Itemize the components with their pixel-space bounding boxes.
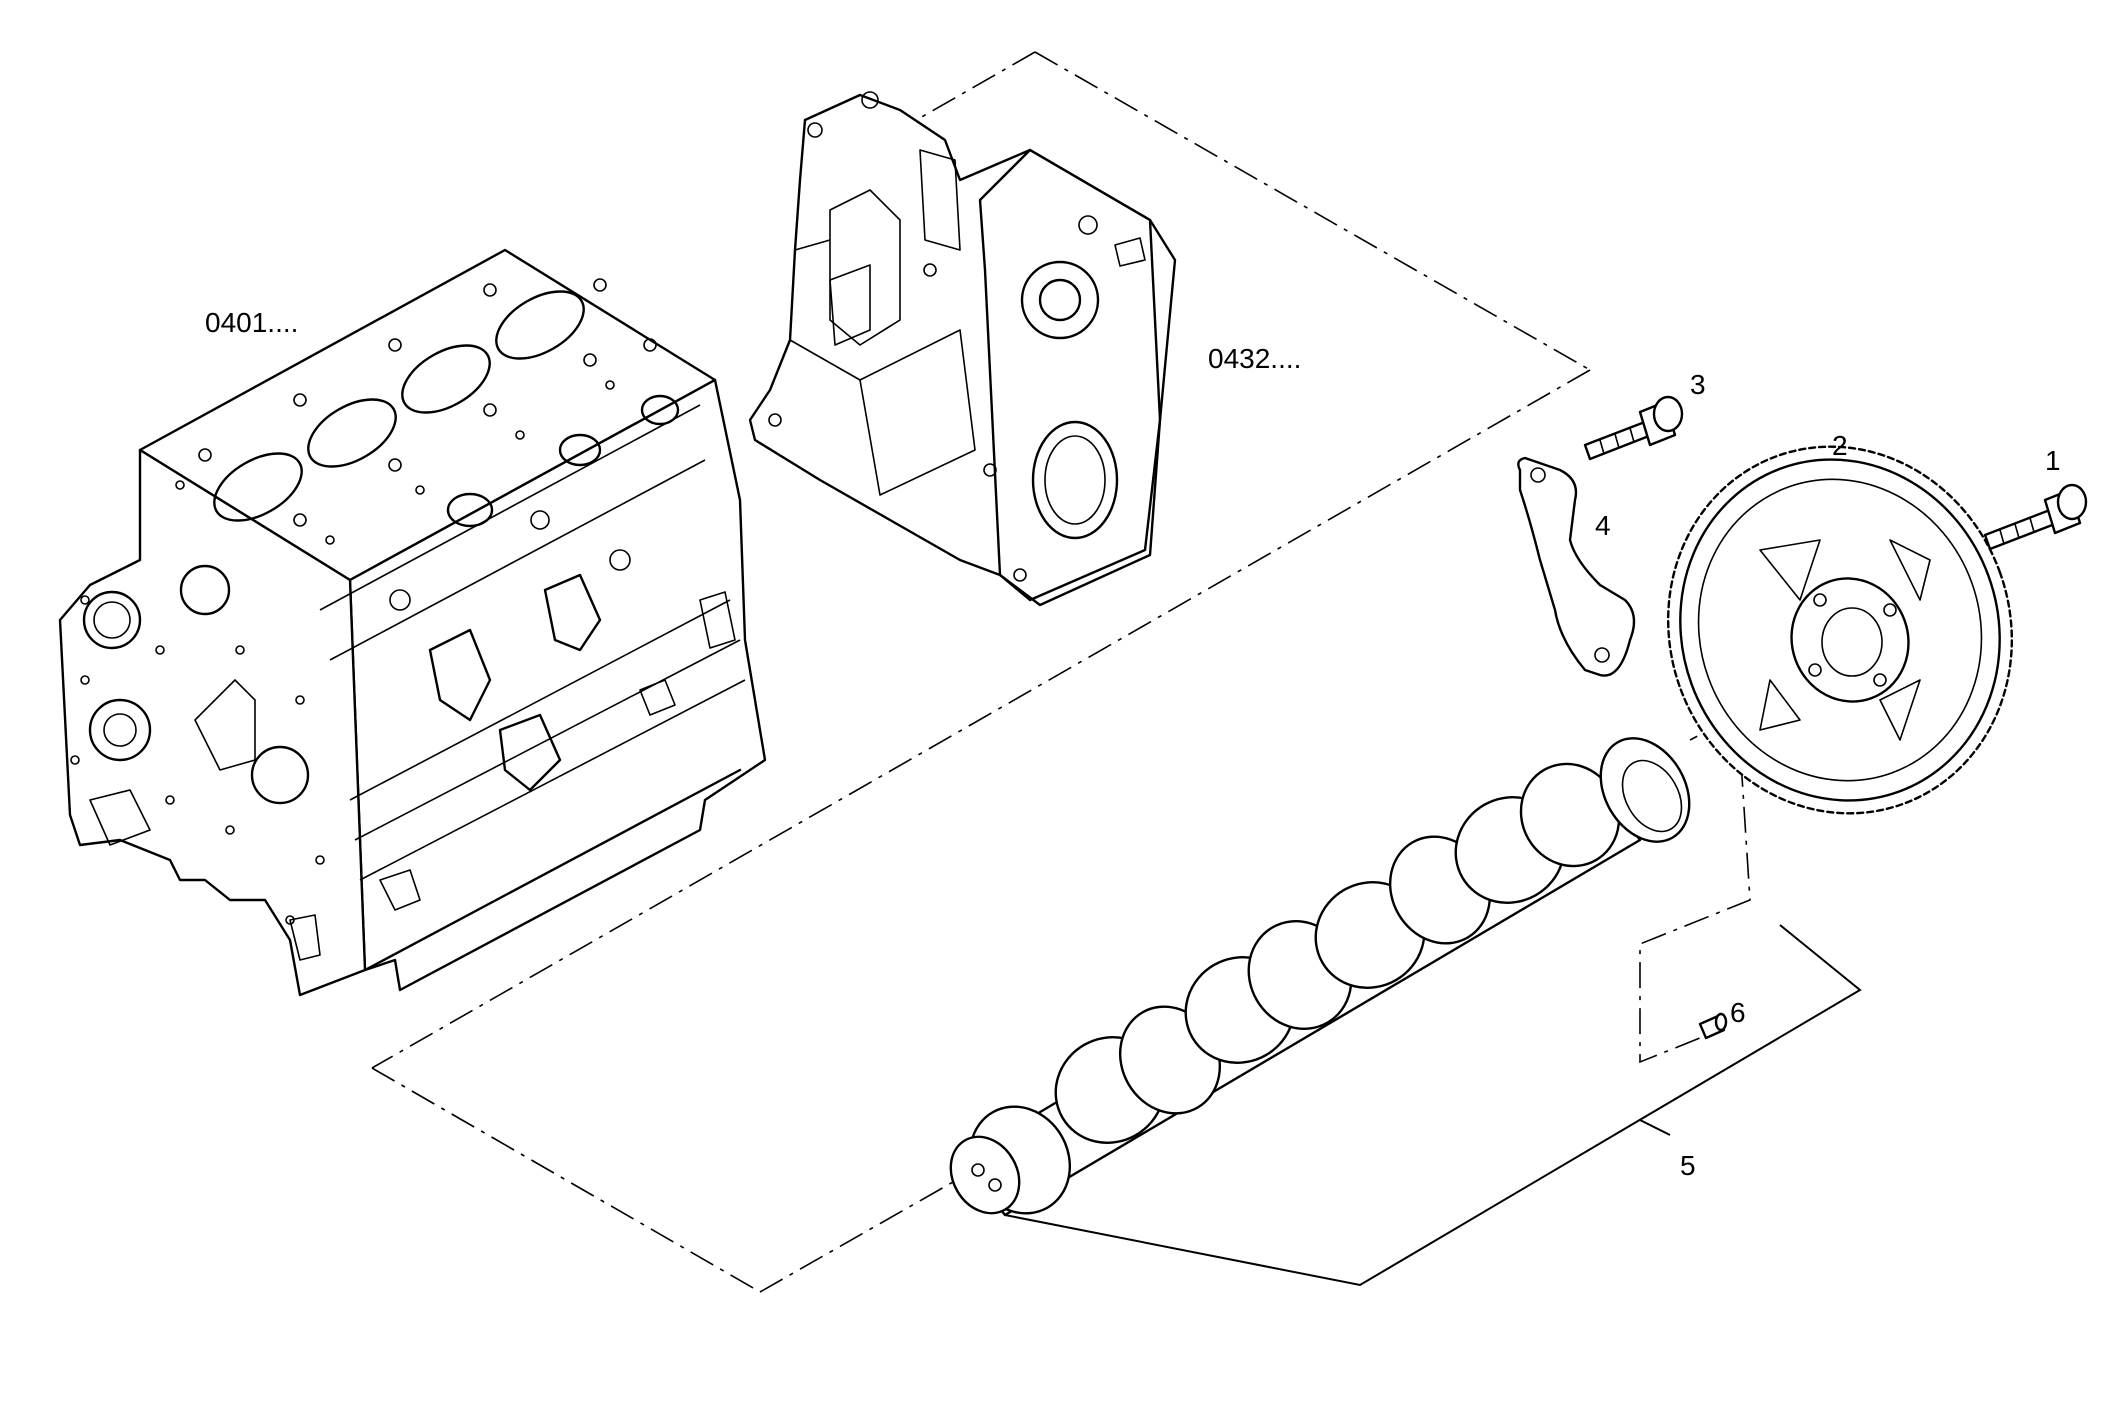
assembly-envelope-dashed-lines xyxy=(371,51,1751,1293)
timing-housing-drawing xyxy=(748,91,1177,607)
callout-5: 5 xyxy=(1680,1150,1696,1181)
callout-2: 2 xyxy=(1832,430,1848,461)
thrust-plate-4-drawing xyxy=(1517,456,1636,677)
camshaft-5-drawing xyxy=(949,737,1691,1217)
bolt-3-drawing xyxy=(1583,395,1684,461)
callout-3: 3 xyxy=(1690,369,1706,400)
engine-block-drawing xyxy=(58,248,767,997)
label-timing-housing: 0432.... xyxy=(1208,343,1301,374)
callout-1: 1 xyxy=(2045,445,2061,476)
camshaft-gear-2-drawing xyxy=(1666,445,2014,815)
label-engine-block: 0401.... xyxy=(205,307,298,338)
callout-6: 6 xyxy=(1730,997,1746,1028)
callout-4: 4 xyxy=(1595,510,1611,541)
bolt-1-drawing xyxy=(1983,483,2088,551)
dowel-pin-6-drawing xyxy=(1698,1012,1728,1040)
callout-leader-lines xyxy=(1004,924,1862,1287)
